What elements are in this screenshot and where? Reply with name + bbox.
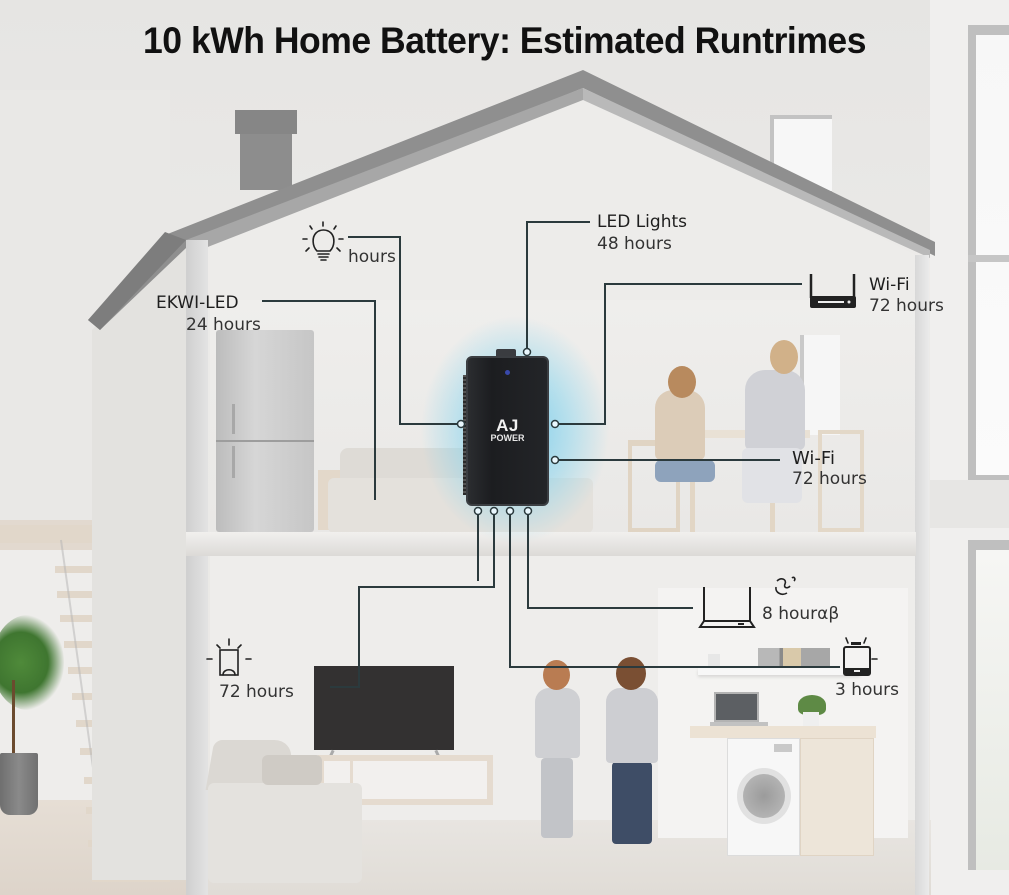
potted-plant-leaves: [0, 615, 64, 710]
boy-legs: [612, 762, 652, 844]
counter-top: [690, 726, 876, 738]
girl-legs: [541, 758, 573, 838]
dining-table-leg: [690, 438, 695, 533]
cabinet: [800, 738, 874, 856]
infographic-title: 10 kWh Home Battery: Estimated Runtrimes: [143, 20, 866, 61]
woman-seated-right-legs: [742, 448, 802, 503]
battery-status-led: [505, 370, 510, 375]
woman-seated-right: [745, 370, 805, 450]
woman-seated-left-head: [668, 366, 696, 398]
settings-glyph-icon: [775, 576, 796, 595]
lamp-runtime: 72 hours: [219, 682, 294, 702]
dining-window: [800, 335, 840, 435]
washing-machine-door: [737, 768, 791, 824]
refrigerator-handle: [232, 446, 235, 478]
refrigerator-handle: [232, 404, 235, 434]
bulb-runtime: hours: [348, 247, 396, 267]
girl-head: [543, 660, 570, 690]
house-wall-left-section: [186, 240, 208, 895]
woman-seated-left-legs: [655, 460, 715, 482]
tall-window-lower-glass: [976, 550, 1009, 870]
refrigerator-door-split: [216, 440, 314, 442]
dining-chair: [818, 430, 864, 532]
washing-machine-display: [774, 744, 792, 752]
refrigerator: [216, 330, 314, 532]
potted-plant-stem: [12, 680, 15, 755]
television: [314, 666, 454, 750]
wifi-label-name: Wi-Fi: [792, 448, 835, 469]
armchair: [208, 783, 362, 883]
battery-top-connector: [496, 349, 516, 358]
battery-brand-subtitle: POWER: [490, 433, 525, 443]
small-plant-pot: [803, 712, 819, 726]
small-plant-leaves: [798, 695, 826, 715]
tall-window-mullion: [968, 255, 1009, 262]
potted-plant-pot: [0, 753, 38, 815]
laptop-base: [710, 722, 768, 726]
led-lights-runtime: 48 hours: [597, 234, 672, 254]
girl-body: [535, 688, 580, 758]
router-icon: [809, 274, 856, 308]
laptop-runtime: 8 hourαβ: [762, 604, 840, 624]
boy-body: [606, 688, 658, 763]
fridge-label-name: EKWI-LED: [156, 293, 239, 313]
tablet-icon: [843, 637, 878, 676]
woman-seated-right-head: [770, 340, 798, 374]
laptop-icon: [698, 587, 756, 628]
boy-head: [616, 657, 646, 690]
window-sill-ledge: [930, 480, 1009, 528]
stair-landing: [0, 525, 120, 543]
tablet-runtime: 3 hours: [835, 680, 900, 700]
dining-table-top: [660, 430, 810, 438]
wifi-runtime: 72 hours: [792, 469, 867, 489]
led-lights-label-name: LED Lights: [597, 212, 687, 232]
home-battery-unit: [466, 356, 549, 506]
laptop-screen: [714, 692, 759, 722]
router-label-name: Wi-Fi: [869, 275, 910, 295]
woman-seated-left: [655, 390, 705, 460]
stair-step: [55, 566, 123, 573]
battery-brand-logo: AJ: [496, 416, 519, 435]
light-bulb-icon: [302, 221, 344, 261]
house-wall-right-section: [915, 255, 929, 895]
fridge-runtime: 24 hours: [186, 315, 261, 335]
shelf-cup: [708, 654, 720, 668]
lamp-icon: [206, 638, 252, 676]
tv-cabinet: [318, 755, 493, 805]
shelf-books: [758, 648, 830, 668]
armchair-pillow: [262, 755, 322, 785]
tv-cabinet-divider: [350, 761, 353, 799]
wall-shelf: [698, 668, 860, 675]
router-runtime: 72 hours: [869, 296, 944, 316]
battery-side-vent: [463, 375, 466, 495]
